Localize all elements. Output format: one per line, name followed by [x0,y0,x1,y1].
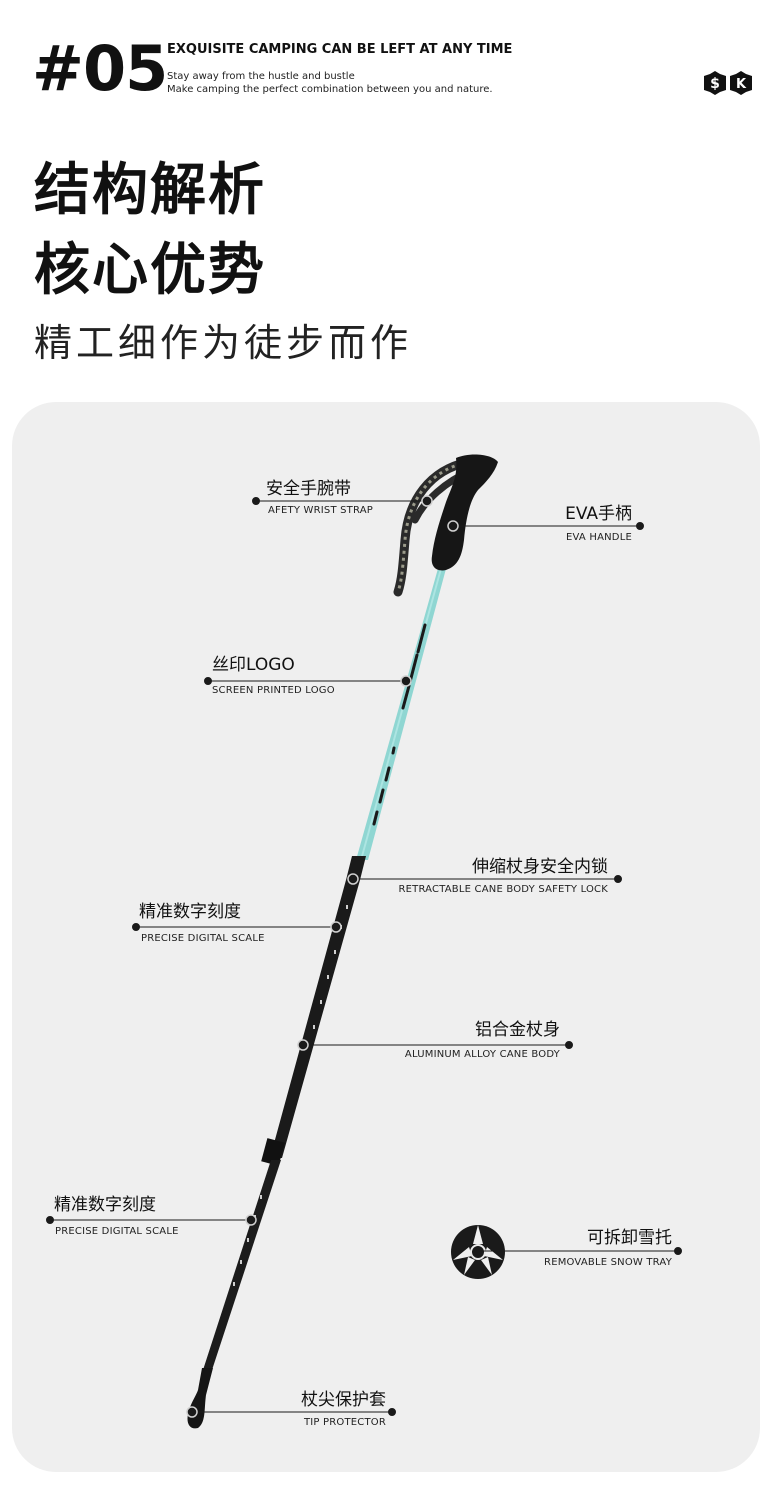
eva-handle-label-en: EVA HANDLE [566,532,632,543]
svg-text:K: K [736,77,747,92]
wrist-strap-label-en: AFETY WRIST STRAP [268,505,373,516]
digital-scale-2-label-en: PRECISE DIGITAL SCALE [55,1226,179,1237]
snow-tray-label-en: REMOVABLE SNOW TRAY [544,1257,672,1268]
alloy-body-label-cn: 铝合金杖身 [475,1020,560,1040]
digital-scale-1-label-en: PRECISE DIGITAL SCALE [141,933,265,944]
middle-shaft [270,856,366,1158]
tip-protector-label-cn: 杖尖保护套 [301,1390,386,1410]
snow-tray-label-cn: 可拆卸雪托 [587,1228,672,1248]
eva-handle-label-cn: EVA手柄 [565,504,632,524]
safety-lock-label-cn: 伸缩杖身安全内锁 [472,857,608,877]
safety-lock-label-en: RETRACTABLE CANE BODY SAFETY LOCK [398,884,608,895]
product-panel [12,402,760,1472]
lower-shaft [203,1160,281,1370]
shaft-logo-print [372,623,427,826]
snow-tray-icon [451,1225,505,1279]
headline-subtitle: 精工细作为徒步而作 [34,321,413,365]
headline-line-1: 结构解析 [34,158,266,223]
svg-text:$: $ [710,76,720,92]
eva-handle-icon [431,454,498,571]
screen-logo-label-en: SCREEN PRINTED LOGO [212,685,335,696]
tip-protector-label-en: TIP PROTECTOR [303,1417,386,1428]
tip-protector-icon [187,1368,213,1429]
subline-2: Make camping the perfect combination bet… [167,84,493,95]
headline-line-2: 核心优势 [34,238,266,303]
screen-logo-label-cn: 丝印LOGO [212,655,295,675]
alloy-body-label-en: ALUMINUM ALLOY CANE BODY [404,1049,560,1060]
section-number: #05 [32,32,168,105]
tagline: EXQUISITE CAMPING CAN BE LEFT AT ANY TIM… [167,42,513,57]
subline-1: Stay away from the hustle and bustle [167,71,355,82]
digital-scale-2-label-cn: 精准数字刻度 [54,1195,156,1215]
brand-logo-icon: $ K [704,71,752,95]
digital-scale-1-label-cn: 精准数字刻度 [139,902,241,922]
wrist-strap-label-cn: 安全手腕带 [266,479,351,499]
